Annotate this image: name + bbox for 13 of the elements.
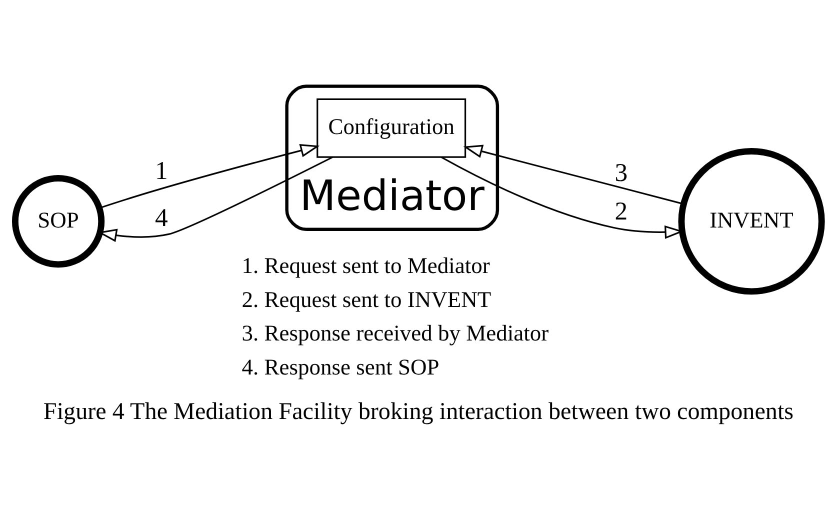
node-box: Configuration xyxy=(316,98,466,158)
label: 3. Response received by Mediator xyxy=(242,320,549,346)
edge-label: 2 xyxy=(614,196,628,225)
arrow xyxy=(463,144,684,204)
edge-label: 1 xyxy=(155,156,168,185)
edge-label: 3 xyxy=(614,157,628,186)
label: 2. Request sent to INVENT xyxy=(242,286,492,312)
node-circle: INVENT xyxy=(678,148,825,294)
label: 4. Response sent SOP xyxy=(242,354,440,379)
caption: Figure 4 The Mediation Facility broking interaction between two components xyxy=(43,398,794,425)
node-circle: SOP xyxy=(12,174,105,268)
edge-label: 4 xyxy=(155,202,168,232)
label: 1. Request sent to Mediator xyxy=(242,252,490,278)
